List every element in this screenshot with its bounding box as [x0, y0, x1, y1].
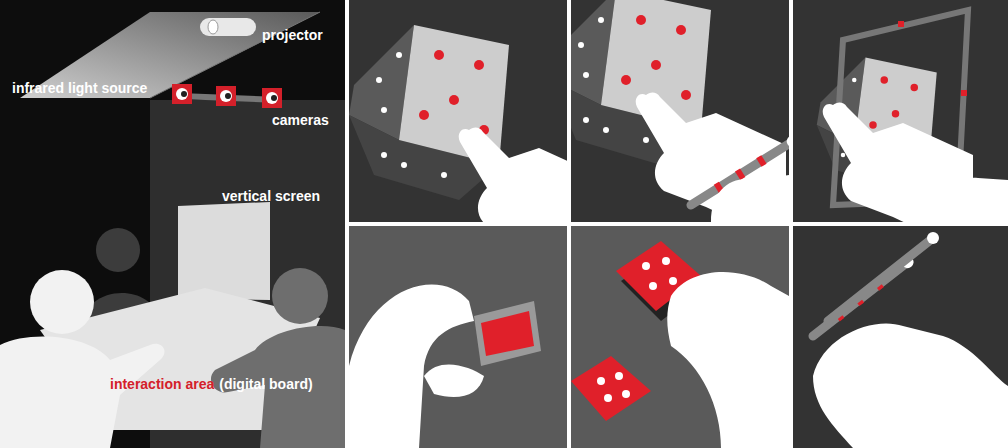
area-note: (digital board) [219, 376, 312, 392]
box-panel [349, 226, 567, 448]
part-label: infrared light source [12, 80, 147, 96]
area-label: interaction area [110, 376, 214, 392]
setup-scene [0, 0, 345, 448]
part-label: projector [262, 27, 323, 43]
cube-pen-panel [551, 0, 801, 245]
part-label: vertical screen [222, 188, 320, 204]
part-label: cameras [272, 112, 329, 128]
cube-frame-panel [793, 0, 1008, 255]
pen-panel [793, 226, 1008, 448]
tile-panel [571, 226, 789, 448]
